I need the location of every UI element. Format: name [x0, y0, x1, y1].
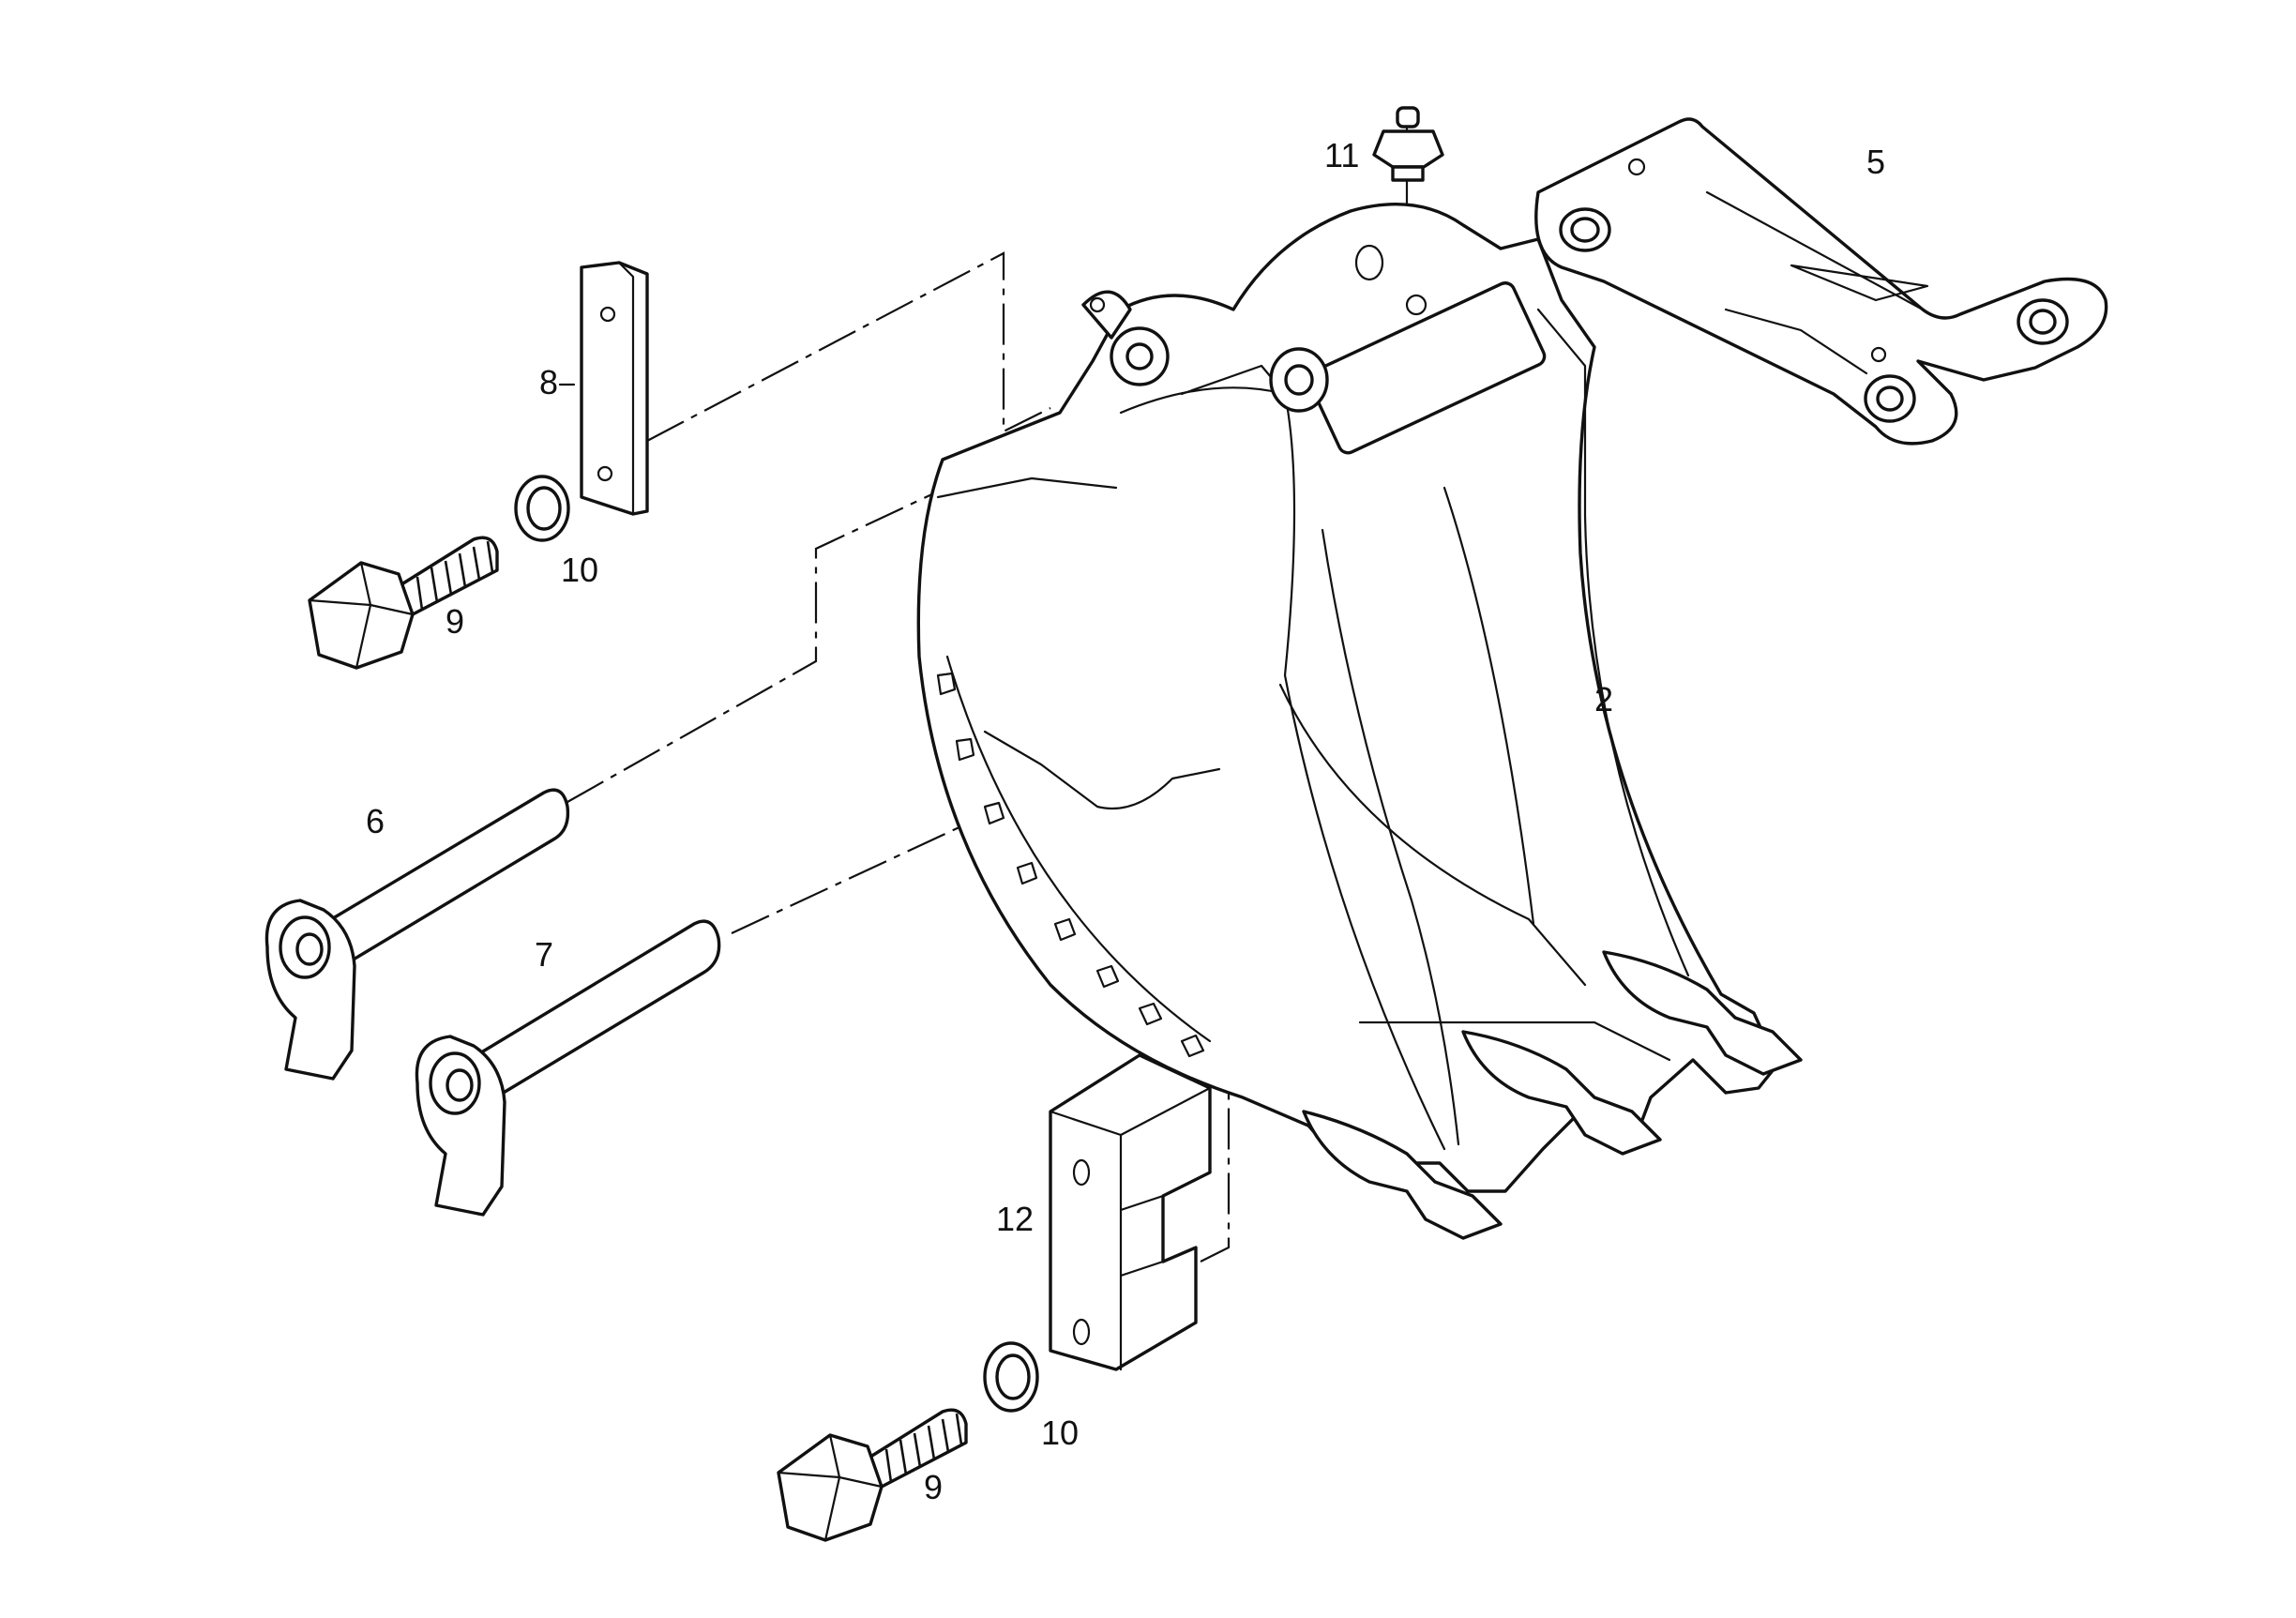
block-part-12 [1049, 1053, 1212, 1371]
callout-8: 8 [539, 363, 559, 401]
callout-9-lower: 9 [924, 1468, 944, 1506]
callout-5: 5 [1866, 143, 1886, 181]
bucket-part-2 [916, 203, 1803, 1240]
washer-part-10-lower [983, 1341, 1039, 1413]
callout-9-upper: 9 [446, 602, 465, 641]
bucket-link-part-5 [1534, 117, 2108, 446]
callout-6: 6 [366, 802, 385, 840]
grease-nipple-part-11 [1372, 106, 1444, 182]
callout-10-upper: 10 [561, 551, 599, 589]
callout-10-lower: 10 [1041, 1414, 1080, 1452]
callout-11: 11 [1324, 136, 1360, 174]
washer-part-10-upper [514, 475, 570, 542]
callout-12: 12 [996, 1200, 1035, 1238]
plate-part-8 [558, 261, 649, 516]
callout-7: 7 [535, 935, 554, 974]
bolt-part-9-upper [308, 536, 499, 670]
pin-part-6 [264, 788, 570, 1081]
callout-2: 2 [1594, 680, 1614, 718]
bolt-part-9-lower [777, 1408, 968, 1542]
pin-part-7 [415, 919, 721, 1217]
